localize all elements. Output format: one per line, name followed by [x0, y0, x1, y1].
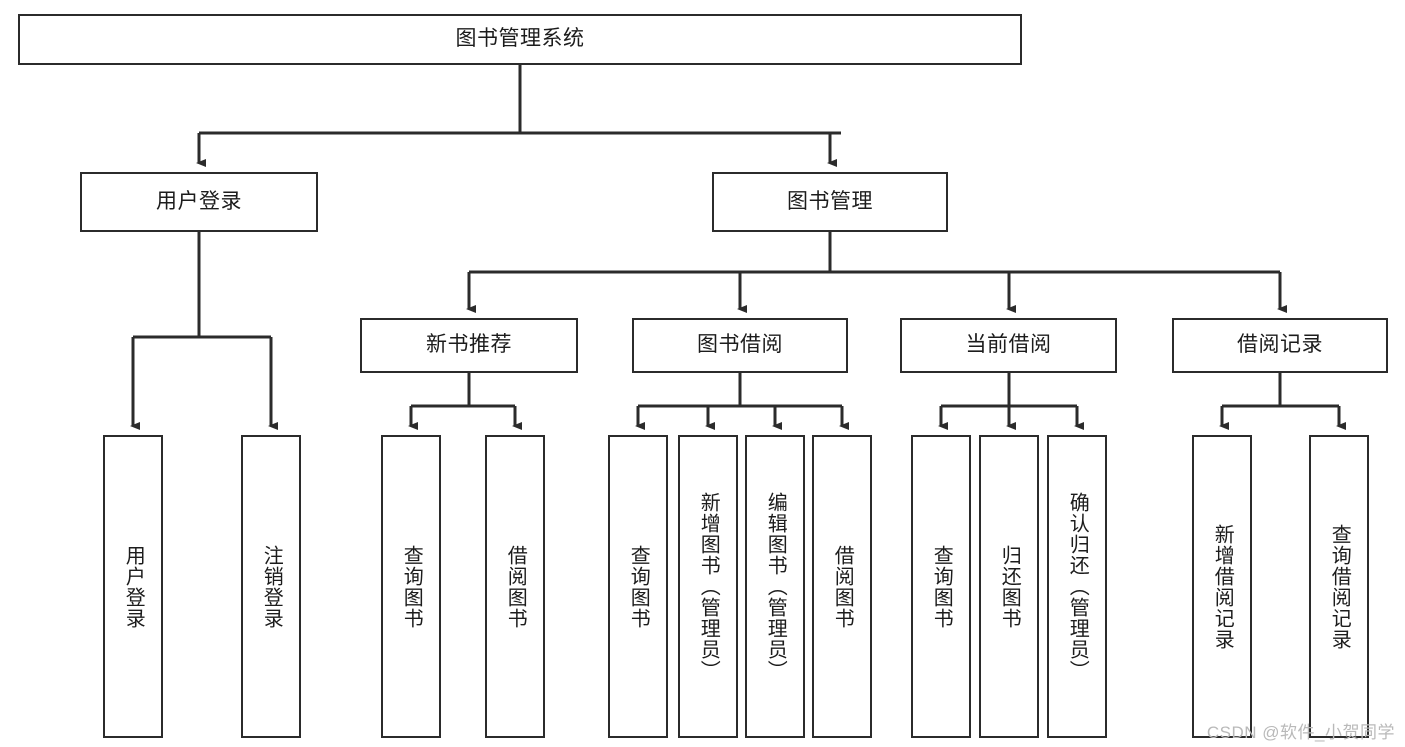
leaf-query-book-borrow[interactable]: 查询图书	[608, 435, 668, 738]
leaf-label: 查询图书	[627, 544, 650, 629]
leaf-label: 用户登录	[122, 544, 145, 629]
leaf-label: 新增借阅记录	[1211, 523, 1234, 650]
leaf-label: 借阅图书	[831, 544, 854, 629]
node-book-management[interactable]: 图书管理	[712, 172, 948, 232]
leaf-confirm-return-admin[interactable]: 确认归还（管理员）	[1047, 435, 1107, 738]
node-root-system[interactable]: 图书管理系统	[18, 14, 1022, 65]
leaf-borrow-book-new[interactable]: 借阅图书	[485, 435, 545, 738]
leaf-label: 查询图书	[400, 544, 423, 629]
leaf-query-book-new[interactable]: 查询图书	[381, 435, 441, 738]
node-label: 图书管理	[787, 189, 873, 213]
leaf-borrow-book[interactable]: 借阅图书	[812, 435, 872, 738]
node-label: 用户登录	[156, 189, 242, 213]
node-label: 新书推荐	[426, 333, 512, 357]
node-current-borrow[interactable]: 当前借阅	[900, 318, 1117, 373]
node-label: 图书借阅	[697, 333, 783, 357]
node-label: 图书管理系统	[455, 27, 585, 51]
node-user-login[interactable]: 用户登录	[80, 172, 318, 232]
leaf-label: 新增图书（管理员）	[697, 492, 720, 681]
leaf-logout[interactable]: 注销登录	[241, 435, 301, 738]
leaf-query-book-current[interactable]: 查询图书	[911, 435, 971, 738]
leaf-user-login[interactable]: 用户登录	[103, 435, 163, 738]
leaf-add-book-admin[interactable]: 新增图书（管理员）	[678, 435, 738, 738]
leaf-query-borrow-record[interactable]: 查询借阅记录	[1309, 435, 1369, 738]
leaf-label: 确认归还（管理员）	[1066, 492, 1089, 681]
node-label: 借阅记录	[1237, 333, 1323, 357]
watermark: CSDN @软件_小贺同学	[1206, 723, 1395, 742]
leaf-label: 查询借阅记录	[1328, 523, 1351, 650]
leaf-label: 编辑图书（管理员）	[764, 492, 787, 681]
leaf-add-borrow-record[interactable]: 新增借阅记录	[1192, 435, 1252, 738]
leaf-return-book[interactable]: 归还图书	[979, 435, 1039, 738]
leaf-edit-book-admin[interactable]: 编辑图书（管理员）	[745, 435, 805, 738]
node-borrow-record[interactable]: 借阅记录	[1172, 318, 1388, 373]
node-new-book-recommend[interactable]: 新书推荐	[360, 318, 578, 373]
node-label: 当前借阅	[965, 333, 1052, 357]
leaf-label: 查询图书	[930, 544, 953, 629]
node-book-borrow[interactable]: 图书借阅	[632, 318, 848, 373]
leaf-label: 注销登录	[260, 544, 283, 629]
leaf-label: 借阅图书	[504, 544, 527, 629]
leaf-label: 归还图书	[998, 544, 1021, 629]
